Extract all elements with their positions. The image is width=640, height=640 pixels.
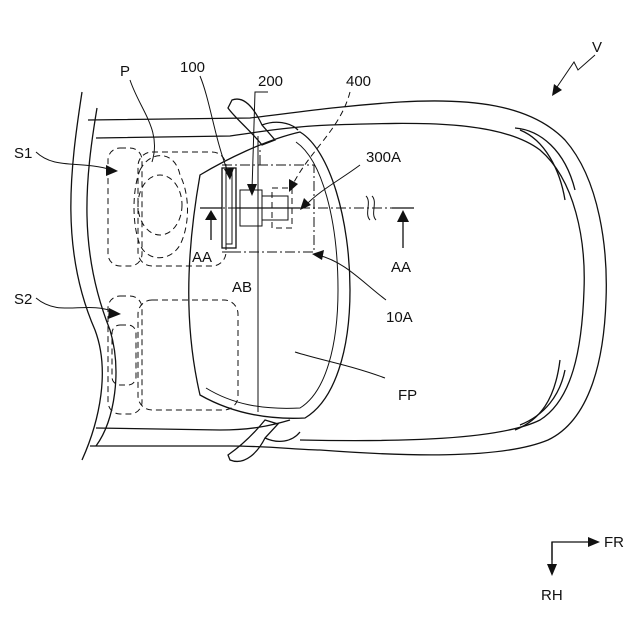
label-forward: FR (604, 534, 624, 551)
steering-column-200 (210, 188, 400, 228)
vehicle-body (71, 92, 606, 460)
mirror-top (228, 99, 298, 145)
label-vehicle: V (592, 39, 602, 56)
label-fp: FP (398, 387, 417, 404)
rear-seat (108, 296, 238, 414)
label-100: 100 (180, 59, 205, 76)
leader-lines (36, 55, 595, 378)
label-right: RH (541, 587, 563, 604)
section-marker-right (392, 208, 414, 248)
section-marker-left (200, 208, 222, 240)
label-300a: 300A (366, 149, 401, 166)
orientation-indicator (547, 537, 600, 576)
label-400: 400 (346, 73, 371, 90)
label-seat-rear: S2 (14, 291, 32, 308)
label-aa-left: AA (192, 249, 212, 266)
windshield (189, 132, 350, 418)
label-aa-right: AA (391, 259, 411, 276)
label-10a: 10A (386, 309, 413, 326)
label-200: 200 (258, 73, 283, 90)
break-mark (366, 196, 376, 220)
label-occupant: P (120, 63, 130, 80)
label-ab: AB (232, 279, 252, 296)
label-seat-front: S1 (14, 145, 32, 162)
